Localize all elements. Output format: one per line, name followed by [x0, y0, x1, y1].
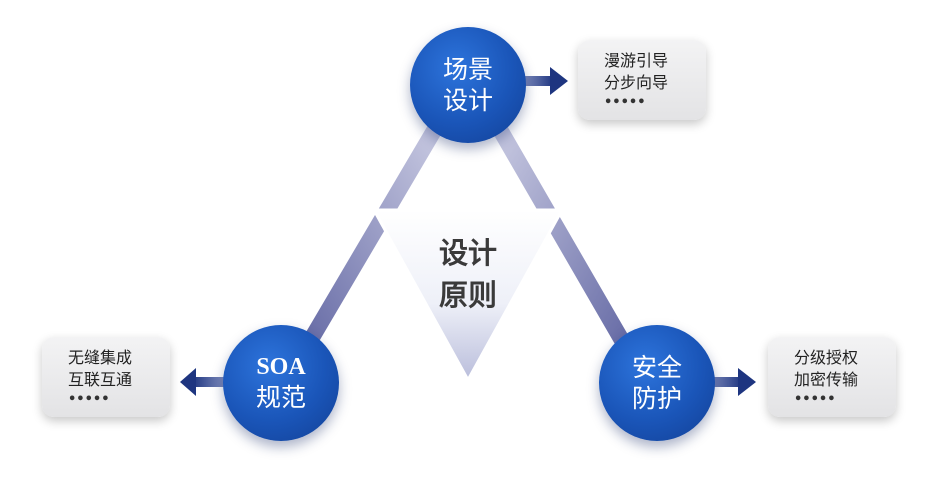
- node-left-line1: SOA: [256, 354, 306, 381]
- edge-top-left: [282, 87, 463, 383]
- card-left-line1: 无缝集成: [68, 348, 133, 367]
- arrow-right: [706, 368, 756, 396]
- arrow-top-right: [520, 67, 568, 95]
- node-soa-spec: SOA 规范: [223, 325, 339, 441]
- card-soa-spec: 无缝集成 互联互通 •••••: [42, 337, 170, 417]
- node-top-line1: 场景: [442, 54, 493, 84]
- card-top-more: •••••: [604, 95, 646, 110]
- card-right-line1: 分级授权: [794, 348, 859, 367]
- card-right-line2: 加密传输: [794, 370, 859, 389]
- node-right-line2: 防护: [631, 384, 682, 413]
- arrow-left: [180, 368, 228, 396]
- card-left-more: •••••: [68, 392, 110, 407]
- card-security: 分级授权 加密传输 •••••: [768, 337, 896, 417]
- card-left-line2: 互联互通: [68, 370, 133, 389]
- card-scene-design: 漫游引导 分步向导 •••••: [578, 40, 706, 120]
- card-right-more: •••••: [794, 392, 836, 407]
- edge-top-right: [472, 87, 650, 383]
- card-top-line1: 漫游引导: [604, 51, 669, 70]
- node-left-line2: 规范: [255, 383, 306, 413]
- node-right-line1: 安全: [631, 352, 682, 382]
- center-label: 设计 原则: [420, 232, 516, 316]
- center-label-line1: 设计: [438, 236, 497, 270]
- node-security: 安全 防护: [599, 325, 715, 441]
- inner-triangle: [371, 208, 565, 384]
- node-scene-design: 场景 设计: [410, 27, 526, 143]
- center-label-line2: 原则: [438, 278, 497, 312]
- card-top-line2: 分步向导: [604, 73, 669, 92]
- node-top-line2: 设计: [442, 86, 493, 115]
